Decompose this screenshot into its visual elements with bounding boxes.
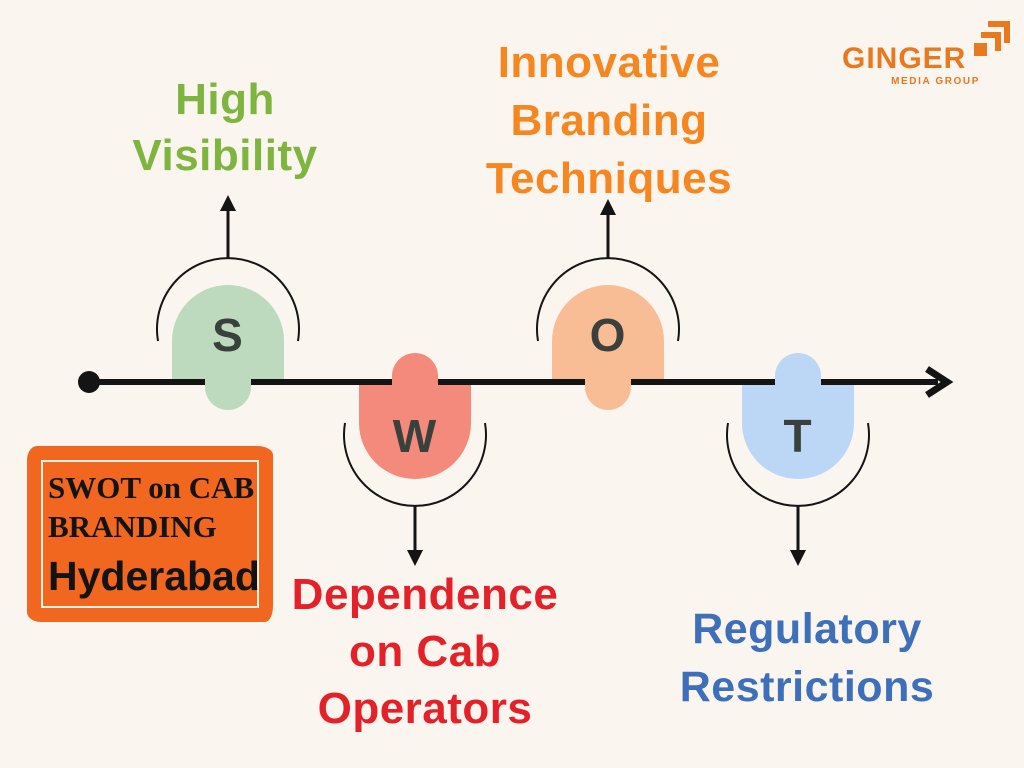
weaknesses-label-line: on Cab (348, 627, 502, 676)
opportunities-label: Innovative Branding Techniques (448, 34, 770, 208)
logo-name: GINGER (842, 42, 967, 75)
threats-pill-tab (775, 353, 821, 385)
weaknesses-label-line: Dependence (291, 570, 559, 619)
s-arrow-up-icon (220, 195, 236, 211)
opportunities-label-line: Branding (510, 96, 708, 145)
title-city: Hyderabad (48, 553, 260, 599)
t-arrow-down-icon (790, 550, 806, 566)
title-badge-inner: SWOT on CAB BRANDING Hyderabad (41, 460, 260, 608)
logo: GINGER MEDIA GROUP (838, 20, 1010, 90)
opportunities-pill (552, 285, 664, 379)
opportunities-letter: O (589, 309, 627, 361)
opportunities-label-line: Innovative (497, 38, 721, 87)
strengths-label-line: Visibility (132, 131, 318, 180)
threats-letter: T (783, 410, 813, 462)
weaknesses-pill (359, 385, 471, 479)
title-badge: SWOT on CAB BRANDING Hyderabad (27, 446, 273, 622)
threats-label-line: Restrictions (679, 663, 935, 711)
strengths-label-line: High (175, 75, 275, 124)
w-arrow-down-icon (407, 550, 423, 566)
title-line: BRANDING (48, 509, 217, 544)
strengths-letter: S (212, 309, 244, 361)
corner-steps-icon (974, 21, 1010, 56)
threats-pill (742, 385, 854, 479)
logo-tagline: MEDIA GROUP (891, 76, 980, 87)
strengths-label: High Visibility (60, 72, 390, 184)
weaknesses-pill-tab (392, 353, 438, 385)
strengths-pill (172, 285, 284, 379)
weaknesses-label: Dependence on Cab Operators (262, 566, 588, 737)
o-arrow-up-icon (600, 199, 616, 215)
opportunities-label-line: Techniques (485, 154, 733, 203)
timeline-arrowhead-icon (925, 366, 954, 398)
timeline-start-dot (78, 371, 100, 393)
weaknesses-label-line: Operators (317, 684, 533, 733)
weaknesses-letter: W (392, 410, 438, 462)
threats-label: Regulatory Restrictions (642, 600, 972, 716)
threats-label-line: Regulatory (692, 605, 922, 653)
title-line: SWOT on CAB (48, 470, 255, 505)
